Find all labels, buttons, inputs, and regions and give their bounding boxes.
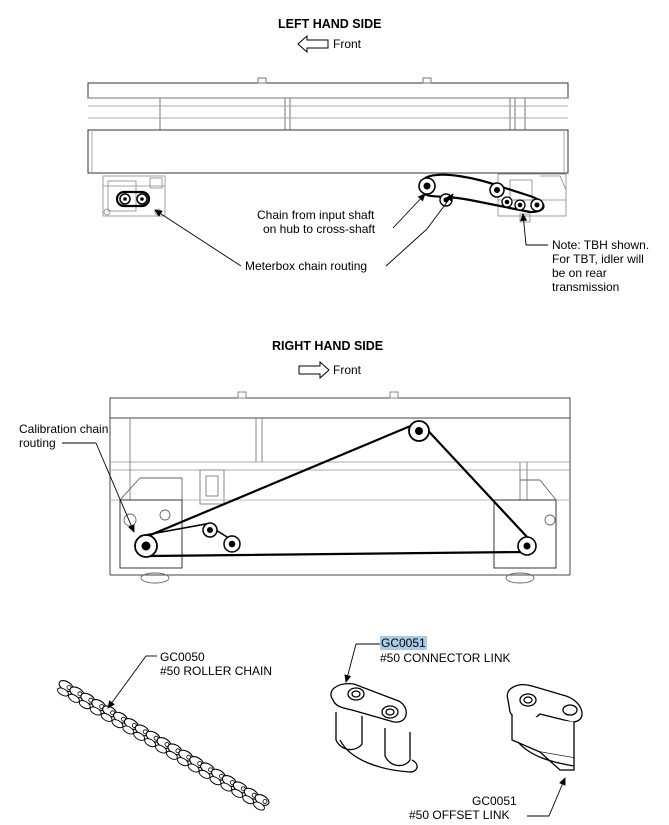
- chain-side-plate: [133, 731, 146, 741]
- offset-link-leader: [527, 777, 566, 817]
- chain-side-plate: [220, 782, 233, 792]
- offset-link-code: GC0051: [472, 794, 517, 808]
- connector-link-illustration: [330, 683, 418, 773]
- chain-side-plate: [57, 687, 69, 697]
- connector-link-code-highlight: GC0051: [380, 636, 427, 650]
- tbh-note-line1: Note: TBH shown.: [552, 238, 650, 252]
- right-front-transmission: [119, 477, 183, 584]
- tbh-note-line4: transmission: [552, 280, 620, 294]
- chain-side-plate: [155, 744, 167, 754]
- calibration-callout-line1: Calibration chain: [19, 422, 109, 436]
- left-frame: [87, 77, 569, 174]
- offset-link-name: #50 OFFSET LINK: [409, 808, 510, 822]
- left-drive-chain: [418, 173, 545, 214]
- chain-side-plate: [253, 801, 265, 811]
- chain-side-plate: [231, 788, 244, 798]
- chain-side-plate: [100, 712, 113, 722]
- chain-side-plate: [68, 693, 80, 703]
- left-section-title: LEFT HAND SIDE: [278, 17, 382, 31]
- left-front-hub: [102, 175, 166, 217]
- chain-side-plate: [187, 763, 200, 773]
- connector-link-name: #50 CONNECTOR LINK: [380, 651, 511, 665]
- connector-link-code: GC0051: [380, 636, 427, 650]
- chain-side-plate: [166, 750, 178, 760]
- right-rear-transmission: [493, 479, 557, 584]
- chain-side-plate: [111, 719, 124, 729]
- chain-side-plate: [122, 725, 135, 735]
- tbh-note-line2: For TBT, idler will: [552, 252, 644, 266]
- right-direction-arrow: [298, 360, 330, 380]
- right-frame: [109, 391, 571, 576]
- tbh-note-line3: be on rear: [552, 266, 607, 280]
- offset-link-illustration: [506, 684, 583, 771]
- meterbox-callout: Meterbox chain routing: [245, 259, 368, 273]
- chain-side-plate: [144, 738, 156, 748]
- chain-roller: [262, 799, 268, 804]
- right-chain-routing: [134, 420, 537, 558]
- input-shaft-callout-line2: on hub to cross-shaft: [263, 222, 376, 236]
- chain-side-plate: [89, 706, 102, 716]
- input-shaft-callout-line1: Chain from input shaft: [257, 208, 375, 222]
- chain-side-plate: [242, 795, 254, 805]
- left-front-label: Front: [333, 37, 362, 51]
- chain-side-plate: [176, 757, 189, 767]
- chain-side-plate: [198, 769, 211, 779]
- left-meterbox-chain: [115, 190, 151, 208]
- left-direction-arrow: [297, 34, 329, 54]
- roller-chain-name: #50 ROLLER CHAIN: [160, 664, 273, 678]
- right-front-label: Front: [333, 363, 362, 377]
- roller-chain-code: GC0050: [160, 650, 205, 664]
- chain-side-plate: [78, 700, 91, 710]
- left-leader-lines: [154, 193, 548, 267]
- roller-chain-illustration: [57, 680, 270, 811]
- connector-link-leader: [344, 643, 380, 683]
- right-section-title: RIGHT HAND SIDE: [272, 339, 384, 353]
- calibration-leader: [62, 442, 135, 533]
- calibration-callout-line2: routing: [19, 436, 56, 450]
- roller-chain-leader: [107, 655, 157, 709]
- chain-side-plate: [209, 776, 222, 786]
